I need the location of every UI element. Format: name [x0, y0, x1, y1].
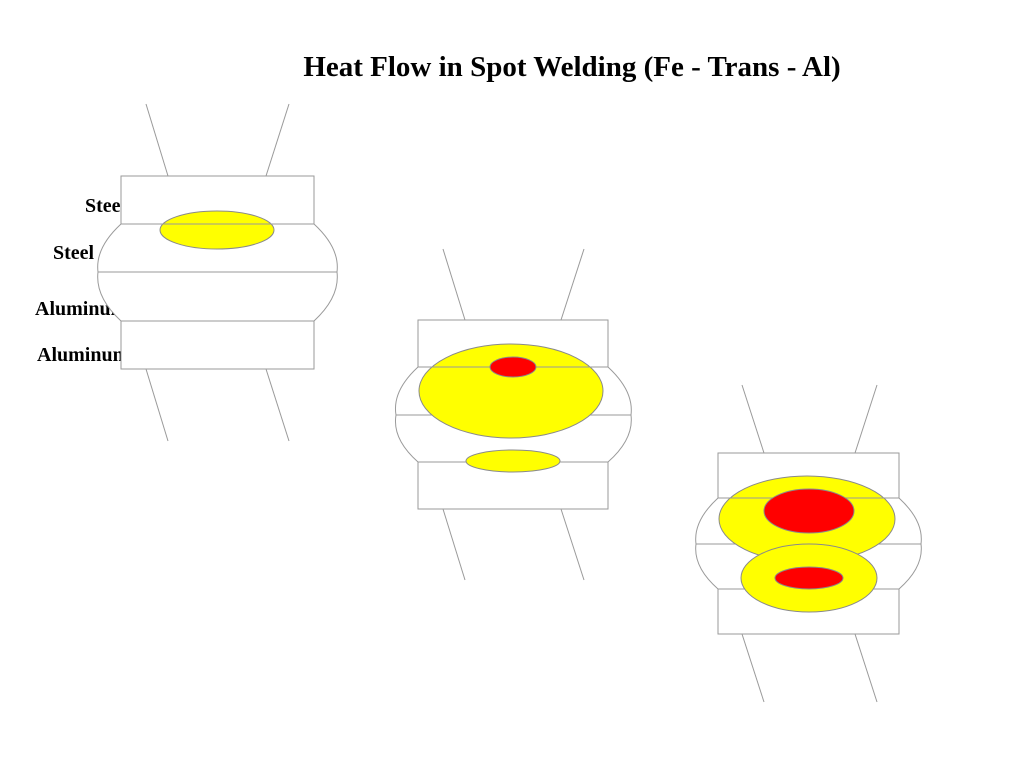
weld-stage-1 [97, 103, 338, 442]
weld-stage-3 [695, 384, 922, 703]
aluminum-melt-zone-ellipse [774, 566, 844, 590]
steel-melt-zone-ellipse [763, 488, 855, 534]
layer-label-aluminum-top: Aluminum [35, 298, 128, 320]
layer-label-steel-bottom: Steel [53, 242, 95, 264]
electrode-top-right-edge [854, 384, 878, 454]
heat-zone-ellipse [159, 210, 275, 250]
electrode-top-right-edge [265, 103, 290, 177]
layer-label-aluminum-bottom: Aluminum [37, 344, 130, 366]
electrode-top-right-edge [560, 248, 585, 321]
electrode-top-left-edge [442, 248, 466, 321]
steel-melt-zone-ellipse [489, 356, 537, 378]
aluminum-sheet-bottom [120, 320, 315, 370]
electrode-bottom-left-edge [145, 368, 169, 442]
electrode-bottom-left-edge [741, 633, 765, 703]
electrode-top-left-edge [145, 103, 169, 177]
electrode-bottom-right-edge [265, 368, 290, 442]
electrode-bottom-left-edge [442, 508, 466, 581]
layer-label-steel-top: Steel [85, 195, 127, 217]
page-title: Heat Flow in Spot Welding (Fe - Trans - … [303, 51, 840, 83]
electrode-bottom-right-edge [854, 633, 878, 703]
weld-stage-2 [394, 248, 632, 581]
electrode-top-left-edge [741, 384, 765, 454]
aluminum-heat-zone-ellipse [465, 449, 561, 473]
electrode-bottom-right-edge [560, 508, 585, 581]
